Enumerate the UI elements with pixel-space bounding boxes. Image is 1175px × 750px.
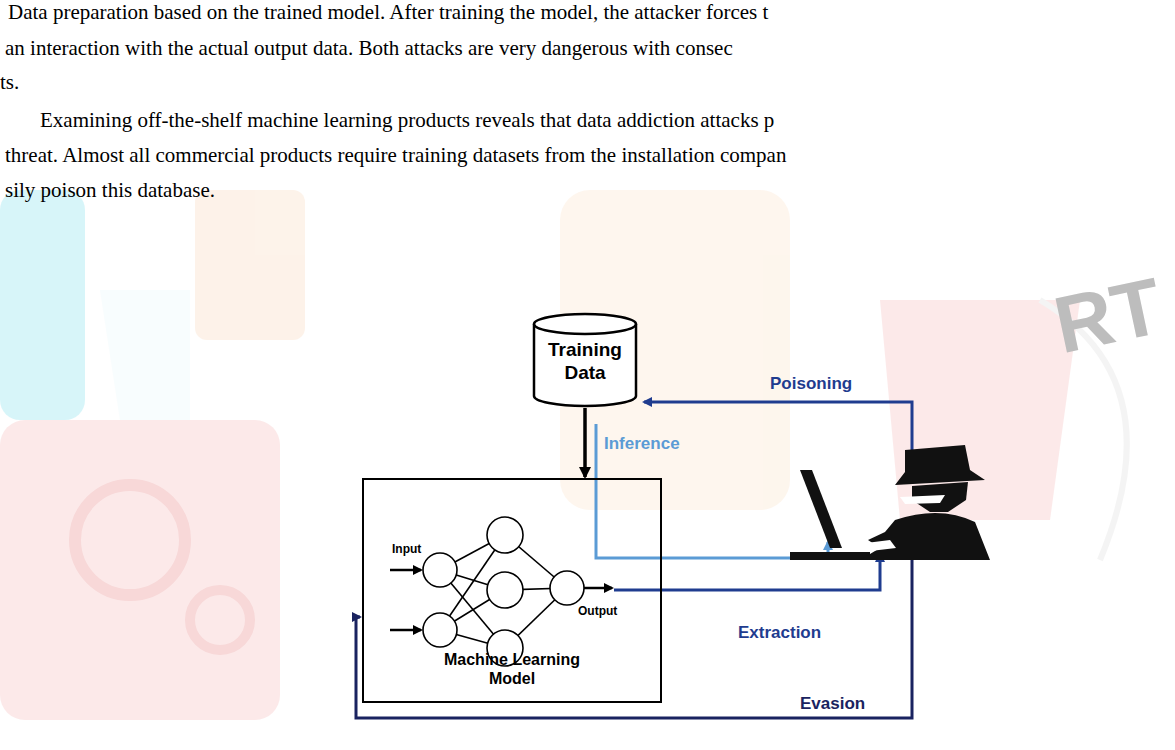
input-label: Input [392, 542, 421, 557]
body-text: Data preparation based on the trained mo… [8, 0, 768, 24]
body-text: Examining off-the-shelf machine learning… [40, 108, 774, 132]
body-text: sily poison this database. [5, 178, 215, 202]
neural-network [390, 517, 612, 666]
model-title: Machine Learning Model [424, 650, 600, 688]
attack-label: Inference [604, 434, 680, 454]
body-text: an interaction with the actual output da… [5, 36, 733, 60]
attack-label: Poisoning [770, 374, 852, 394]
attack-label: Evasion [800, 694, 865, 714]
watermark-text: RT [1047, 260, 1170, 372]
flow-arrow [583, 408, 587, 477]
attack-arrows [356, 402, 912, 718]
body-text: ts. [0, 70, 19, 94]
model-box: InputOutputMachine Learning Model [362, 478, 662, 703]
body-text: threat. Almost all commercial products r… [5, 143, 786, 167]
attack-label: Extraction [738, 623, 821, 643]
attacker-figure [790, 445, 990, 560]
database-cylinder: Training Data [532, 312, 638, 408]
watermark [0, 190, 1127, 720]
output-label: Output [578, 604, 617, 619]
node-title: Training Data [532, 338, 638, 384]
